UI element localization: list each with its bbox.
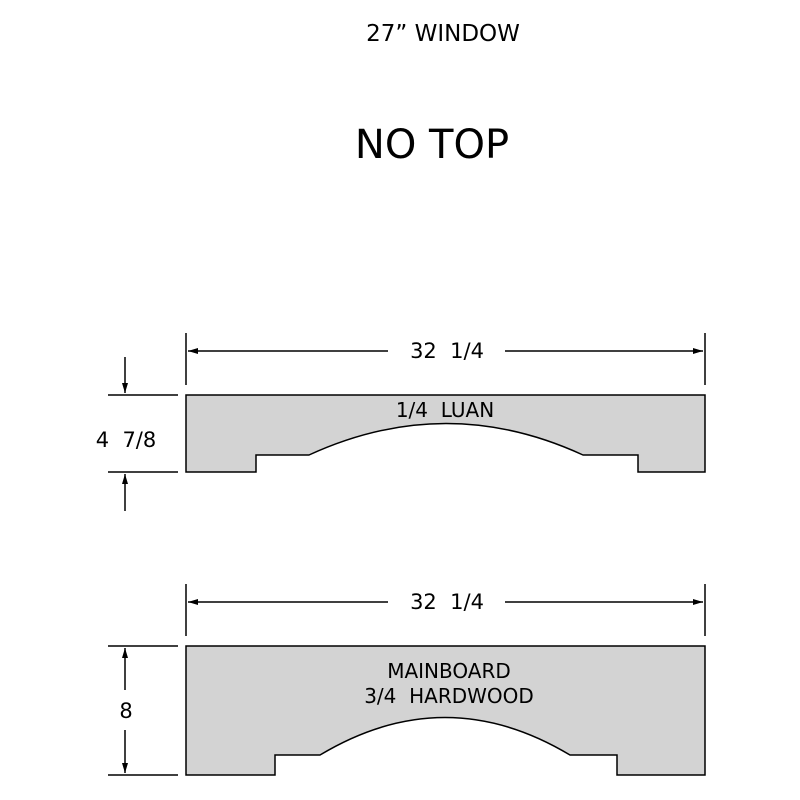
luan-width-label: 32 1/4 xyxy=(410,339,484,363)
luan-panel-shape xyxy=(185,394,706,473)
drawing-title: 27” WINDOW xyxy=(366,21,520,47)
mainboard-width-label: 32 1/4 xyxy=(410,590,484,614)
mainboard-material-line-1: MAINBOARD xyxy=(387,659,511,683)
luan-height-label: 4 7/8 xyxy=(96,428,157,452)
mainboard-material-line-2: 3/4 HARDWOOD xyxy=(364,684,534,708)
mainboard-piece: 32 1/4 MAINBOARD 3/4 HARDWOOD 8 xyxy=(108,584,706,776)
drawing-subtitle: NO TOP xyxy=(355,122,509,168)
mainboard-height-label: 8 xyxy=(119,699,132,723)
luan-piece: 32 1/4 1/4 LUAN 4 7/8 xyxy=(96,333,706,511)
luan-material-label: 1/4 LUAN xyxy=(396,398,494,422)
mainboard-panel-shape xyxy=(185,645,706,776)
